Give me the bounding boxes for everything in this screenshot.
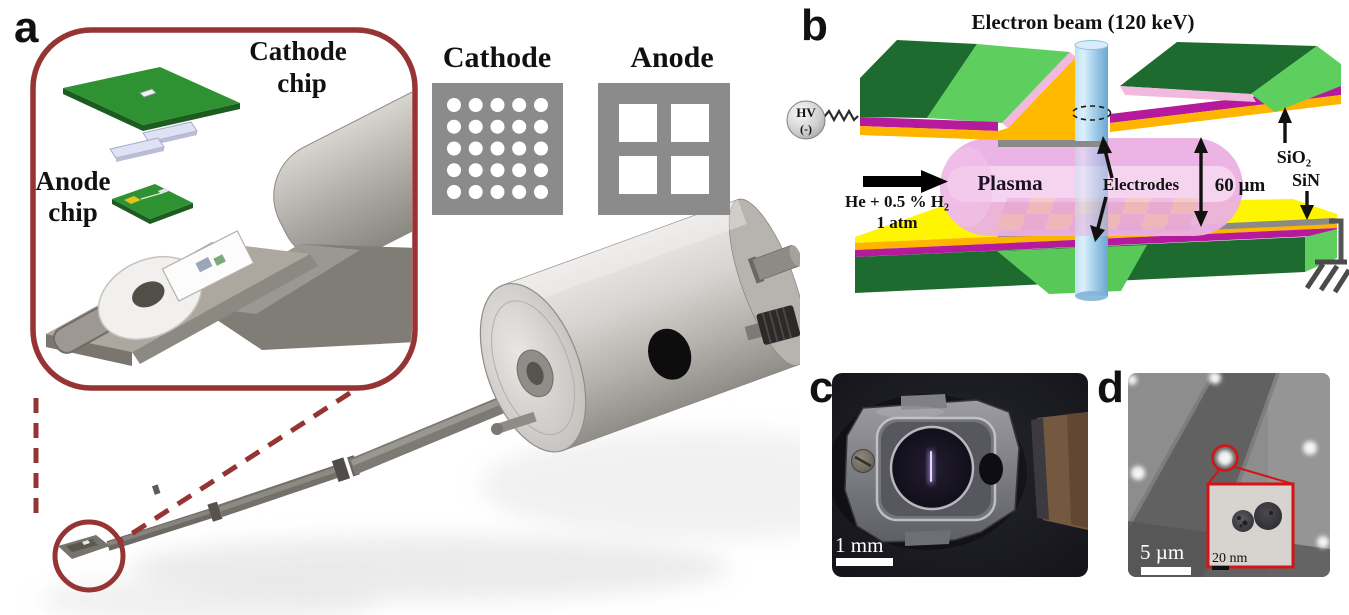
anode-pad (124, 196, 141, 204)
panel-c-photo: 1 mm c (809, 363, 1088, 577)
tem-image-content: 20 nm 5 µm (1128, 373, 1330, 577)
front-pin (491, 411, 537, 435)
hv-label-line1: HV (796, 105, 816, 120)
anode-pattern: Anode (598, 41, 730, 215)
gas-label-line1: He + 0.5 % H₂ (845, 192, 949, 211)
gap-double-arrow-icon (1194, 137, 1208, 227)
anode-chip-drawing (112, 184, 193, 224)
tip-block (196, 244, 412, 350)
scale-bar-label-d: 5 µm (1140, 540, 1184, 564)
panel-b-title: Electron beam (120 keV) (972, 10, 1195, 34)
tem-inset: 20 nm (1206, 482, 1295, 570)
panel-d-tem-image: 20 nm 5 µm d (1097, 363, 1330, 577)
anode-chip-label-line2: chip (48, 197, 98, 227)
electrode-top-arrow-icon (1097, 136, 1114, 179)
holder-shadow (40, 430, 800, 615)
sin-arrow-icon (1300, 191, 1314, 220)
cathode-chip-drawing (63, 67, 240, 131)
tip-inset-content (46, 67, 412, 366)
panel-b: HV (-) He + 0.5 % H₂ 1 atm Electron beam… (785, 0, 1349, 350)
photo-content (832, 394, 1088, 550)
cathode-pattern: Cathode (432, 41, 563, 215)
top-chip-left (860, 40, 1108, 140)
electrodes-label: Electrodes (1103, 175, 1180, 194)
cathode-hole-array (447, 98, 548, 199)
anode-chip-label-line1: Anode (35, 166, 110, 196)
inset-leader-line-right (1234, 466, 1294, 485)
electron-beam-upper (1074, 40, 1109, 141)
clamp-tab-top (901, 394, 947, 410)
cathode-chip-label-line2: chip (277, 68, 327, 98)
holder-cylinder (479, 198, 800, 453)
tip-window (161, 230, 255, 302)
highlight-circle (1211, 444, 1239, 472)
panel-a-label: a (14, 3, 39, 52)
dashed-leader-diagonal (120, 390, 352, 543)
zoom-circle (52, 519, 126, 593)
panel-d: 20 nm 5 µm d (1095, 362, 1349, 600)
scale-bar-label-c: 1 mm (835, 533, 883, 557)
grid-bar-shadow (1128, 373, 1276, 577)
knurled-knob (744, 305, 800, 345)
gas-flow-arrow-icon (863, 170, 948, 193)
anode-pattern-title: Anode (630, 41, 713, 74)
inset-scale-bar-label: 20 nm (1212, 551, 1248, 566)
hv-label-line2: (-) (800, 122, 812, 136)
nanoparticle-left (1232, 510, 1254, 532)
hv-source-icon: HV (-) (786, 100, 859, 140)
panel-c: 1 mm c (805, 362, 1090, 600)
inset-border (30, 27, 418, 391)
spacer-chips (109, 121, 198, 162)
hv-wire (823, 108, 859, 123)
ground-wire (1329, 218, 1344, 262)
ground-icon (1304, 259, 1349, 294)
inset-leader-line-left (1207, 468, 1221, 485)
rear-connector (747, 244, 800, 284)
panel-b-diagram: HV (-) He + 0.5 % H₂ 1 atm Electron beam… (786, 1, 1349, 301)
panel-d-label: d (1097, 363, 1124, 412)
cathode-chip-label-line1: Cathode (249, 36, 347, 66)
panel-a: Cathode chip Anode chip Cathode Anode a (14, 3, 800, 615)
holder-shaft (58, 386, 532, 559)
anode-grid-openings (619, 104, 709, 194)
electron-beam-mid (1075, 140, 1108, 236)
tip-tongue-side (132, 254, 318, 364)
side-hole (979, 453, 1003, 485)
beam-entry-hole (1071, 105, 1112, 121)
scale-bar-c (836, 558, 893, 566)
cathode-pattern-title: Cathode (443, 41, 551, 74)
panel-b-label: b (801, 1, 828, 50)
clamp-tab-bottom (905, 530, 951, 546)
zoom-leader (33, 390, 352, 593)
tip-barrel (273, 86, 412, 265)
bottom-chip-etch-notch (997, 245, 1147, 294)
tip-inset: Cathode chip Anode chip (30, 27, 418, 391)
sio2-label: SiO₂ (1277, 147, 1311, 167)
scale-bar-d (1141, 567, 1191, 575)
inset-scale-bar (1212, 566, 1229, 570)
panel-c-label: c (809, 363, 833, 412)
gas-label-line2: 1 atm (876, 213, 917, 232)
top-electrode (998, 140, 1108, 147)
sin-label: SiN (1292, 170, 1320, 190)
side-port-hole (648, 328, 692, 380)
plasma-label: Plasma (977, 171, 1043, 195)
nanoparticle-right (1254, 502, 1282, 530)
top-chip-right (1110, 42, 1341, 132)
cathode-slit (139, 88, 157, 98)
panel-a-drawing: Cathode chip Anode chip Cathode Anode a (14, 3, 800, 615)
gap-label: 60 µm (1215, 175, 1266, 196)
electron-beam-lower (1075, 236, 1108, 301)
sio2-arrow-icon (1278, 107, 1292, 143)
electrode-bottom-arrow-icon (1090, 196, 1108, 242)
